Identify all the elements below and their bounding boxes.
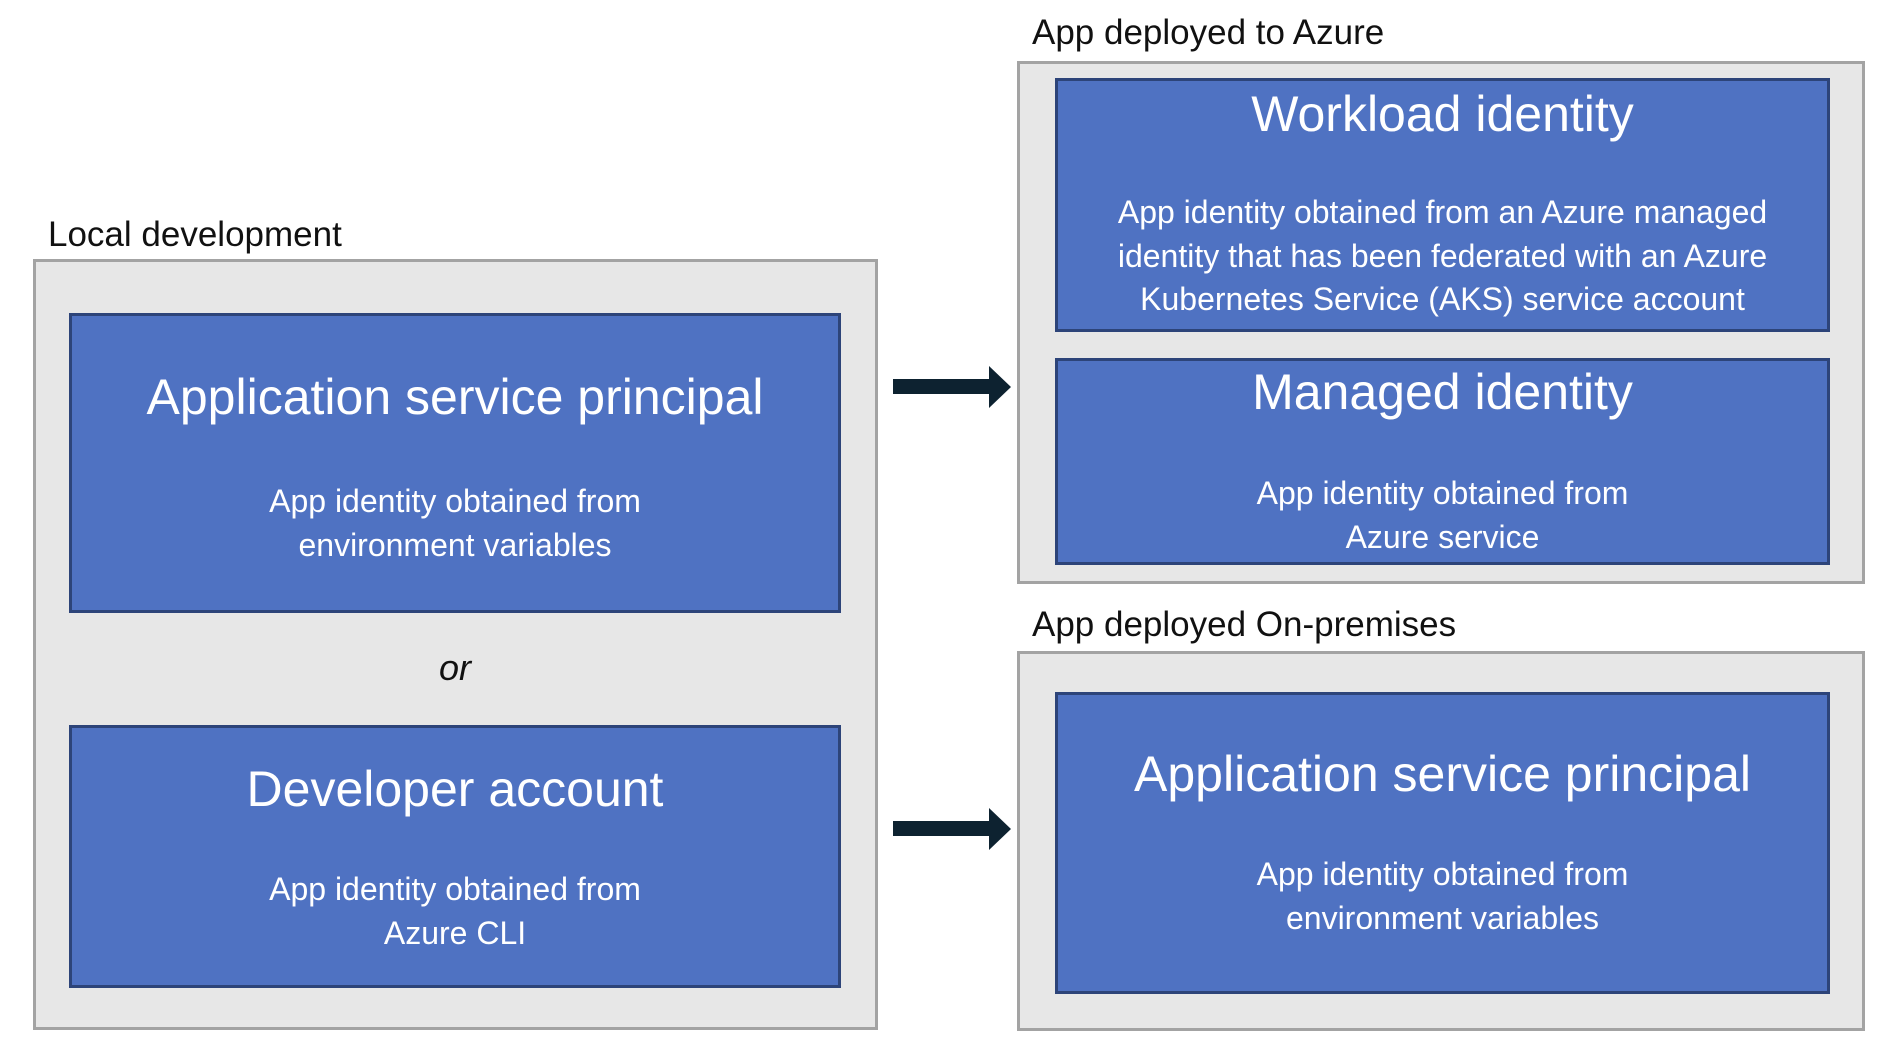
local-service-principal-card: Application service principal App identi… <box>69 313 841 613</box>
azure-group-label: App deployed to Azure <box>1032 13 1385 52</box>
card-title: Application service principal <box>1134 746 1751 802</box>
or-separator: or <box>438 647 471 688</box>
arrow-to-onprem-icon <box>893 808 1011 850</box>
azure-group: Workload identity App identity obtained … <box>1017 61 1865 584</box>
card-description: App identity obtained from Azure CLI <box>269 871 641 951</box>
card-title: Application service principal <box>146 369 764 425</box>
card-title: Workload identity <box>1251 86 1634 142</box>
card-title: Developer account <box>246 761 664 817</box>
card-description: App identity obtained from an Azure mana… <box>1117 194 1768 318</box>
workload-identity-card: Workload identity App identity obtained … <box>1055 78 1830 332</box>
card-description: App identity obtained from environment v… <box>269 483 641 563</box>
arrow-to-azure-icon <box>893 366 1011 408</box>
onprem-group: Application service principal App identi… <box>1017 651 1865 1031</box>
onprem-group-label: App deployed On-premises <box>1032 605 1457 644</box>
card-description: App identity obtained from Azure service <box>1256 475 1629 555</box>
local-developer-account-card: Developer account App identity obtained … <box>69 725 841 988</box>
card-description: App identity obtained from environment v… <box>1256 856 1629 936</box>
local-development-label: Local development <box>48 215 342 254</box>
local-development-group: Application service principal App identi… <box>33 259 878 1030</box>
onprem-service-principal-card: Application service principal App identi… <box>1055 692 1830 994</box>
card-title: Managed identity <box>1252 364 1633 420</box>
managed-identity-card: Managed identity App identity obtained f… <box>1055 358 1830 565</box>
